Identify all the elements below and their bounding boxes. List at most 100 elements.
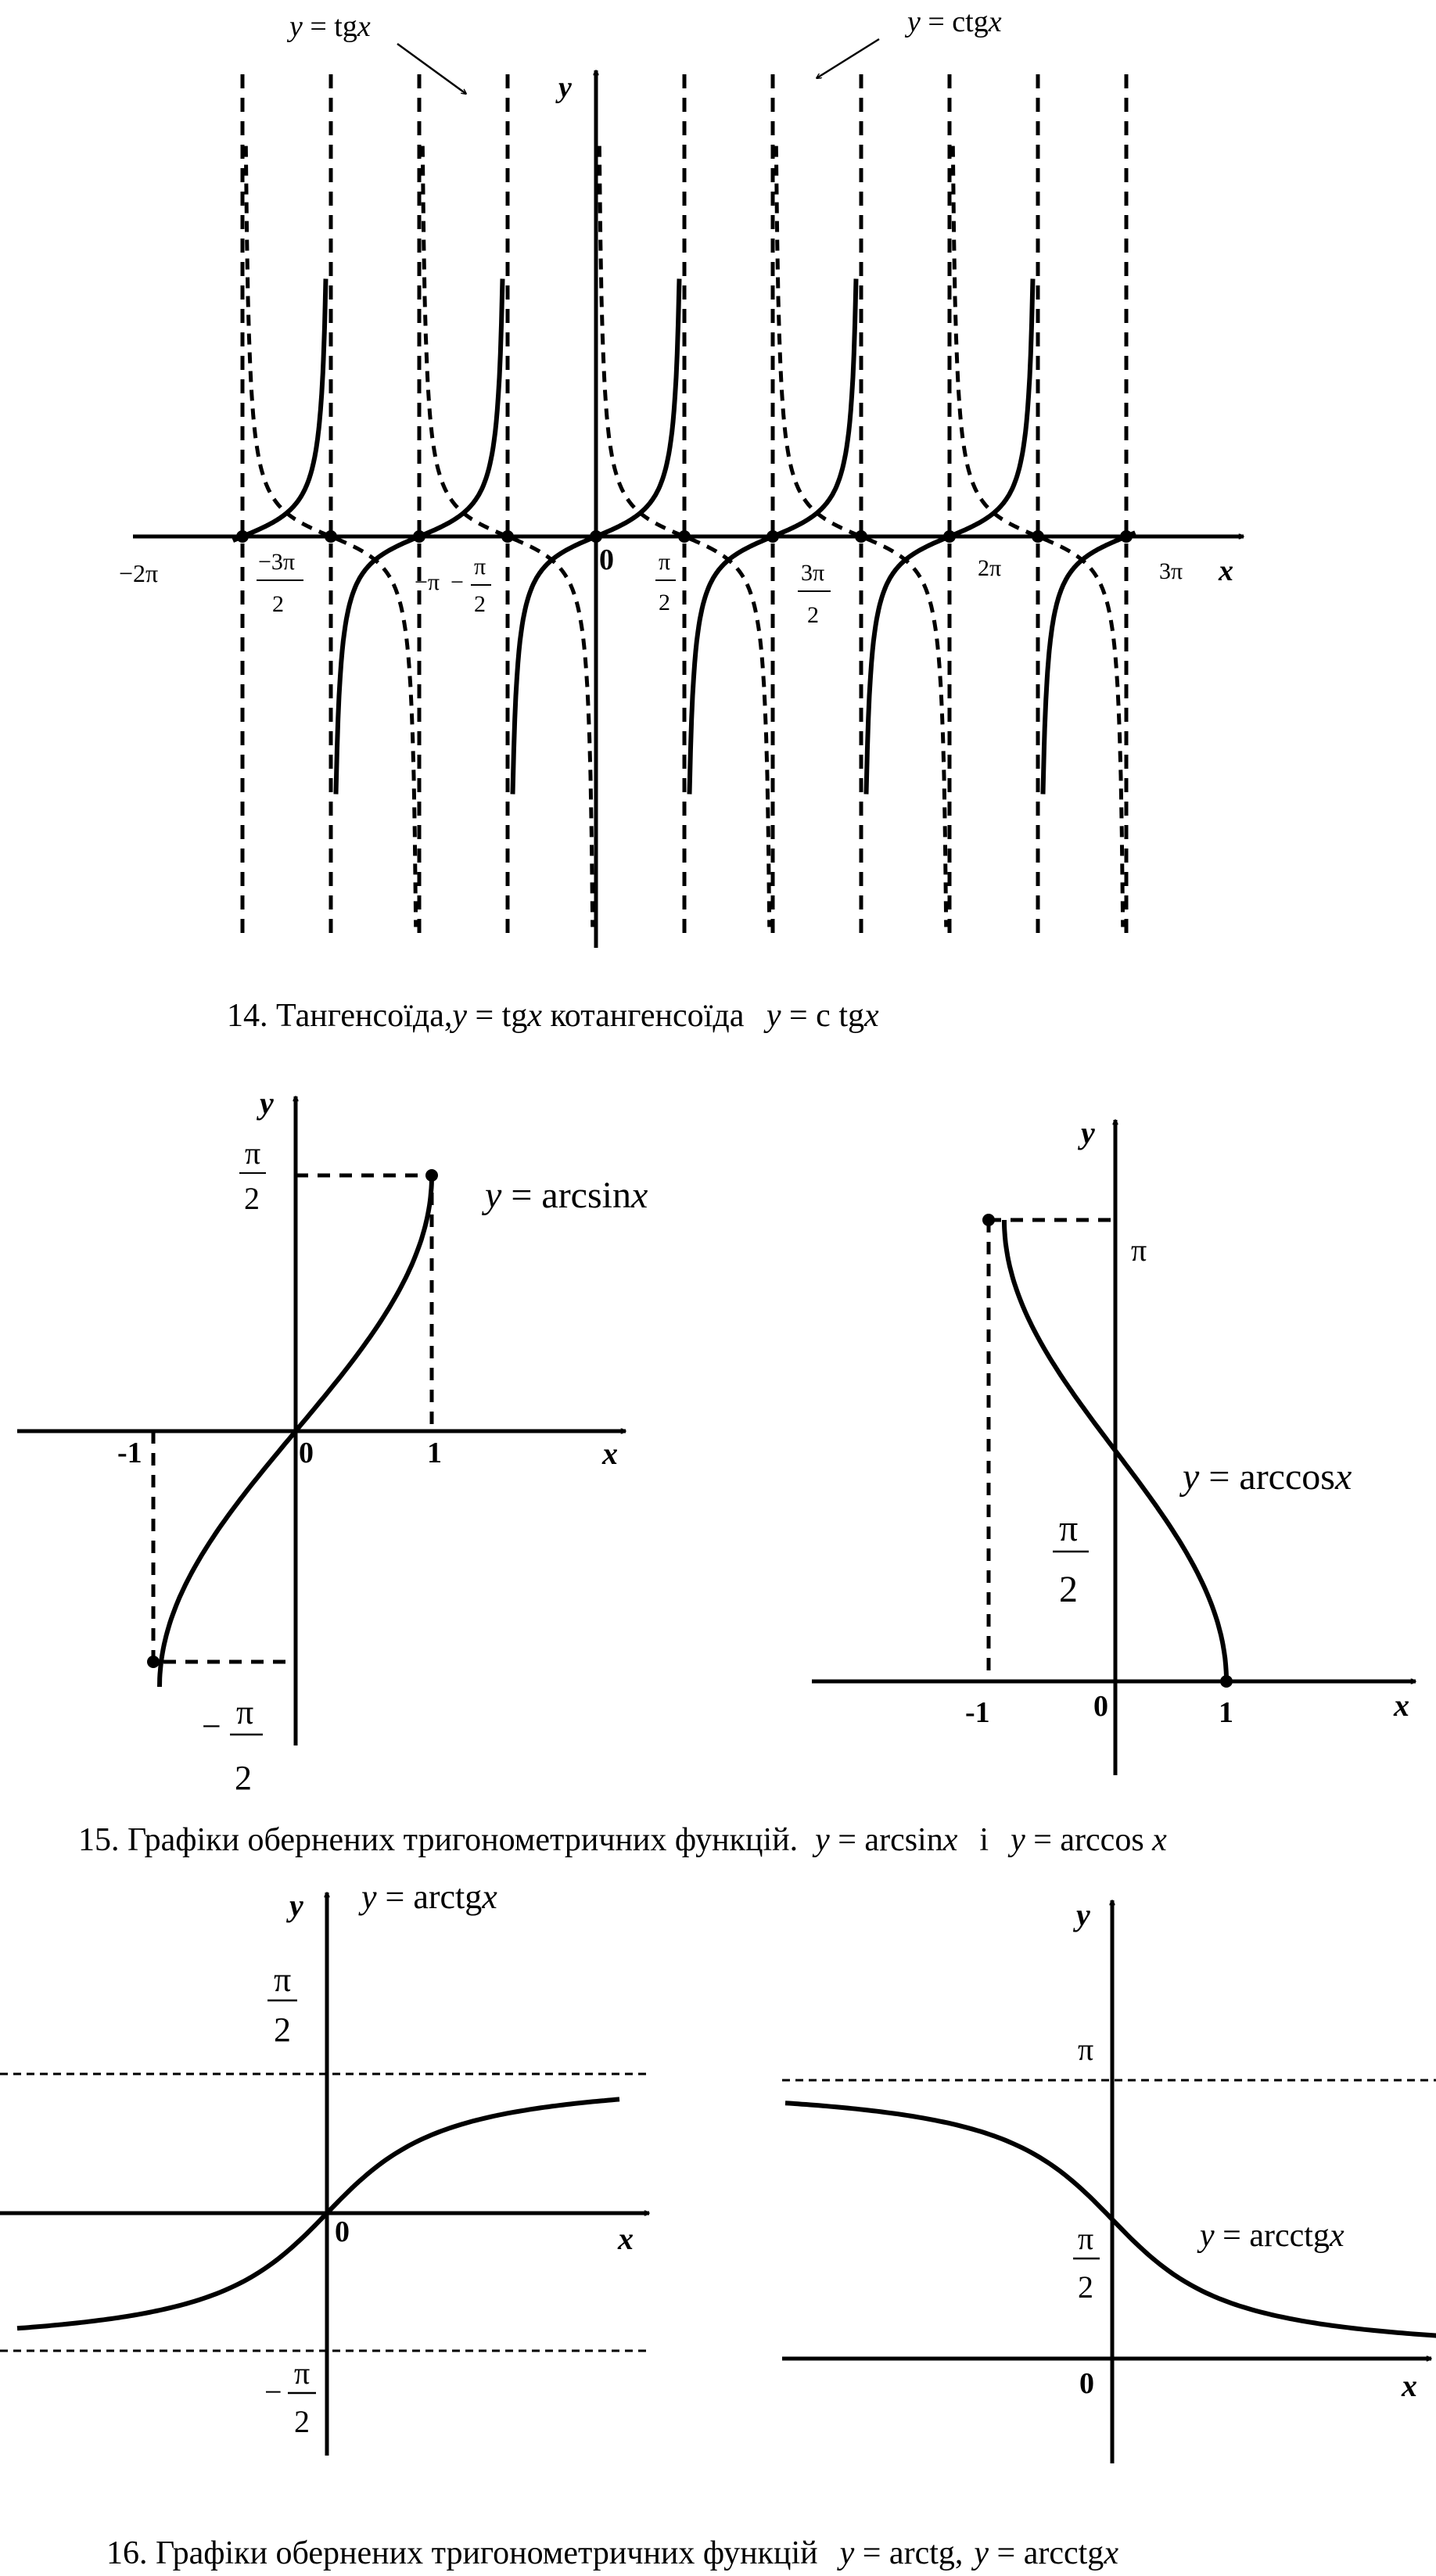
arctg-label-var: y bbox=[358, 1878, 377, 1916]
y-axis-label: y bbox=[555, 71, 572, 104]
label-pi: π bbox=[1078, 2032, 1093, 2067]
tick-3pi-over-2-den: 2 bbox=[807, 602, 819, 628]
cotangent-branch bbox=[774, 145, 949, 927]
caption-16-b3: x bbox=[1103, 2535, 1118, 2571]
figure-14-caption: 14. Тангенсоїда,y = tgx котангенсоїда y … bbox=[227, 998, 879, 1034]
label-pi-over-2: π 2 bbox=[1053, 1508, 1089, 1610]
tick-1: 1 bbox=[1219, 1696, 1233, 1729]
tick-minus-3pi-over-2-num: −3π bbox=[258, 549, 295, 575]
caption-14-t7: x bbox=[863, 998, 879, 1034]
tick-1: 1 bbox=[427, 1437, 442, 1469]
arcctg-label-eq: = arcctg bbox=[1215, 2218, 1330, 2254]
label-pi-over-2: π 2 bbox=[1073, 2221, 1100, 2305]
tick-minus-1: -1 bbox=[117, 1437, 142, 1469]
origin-label: 0 bbox=[1079, 2367, 1094, 2400]
caption-14-t5: y bbox=[763, 998, 781, 1034]
tick-3pi-over-2: 3π 2 bbox=[798, 560, 831, 628]
tangent-callout-eq: = tg bbox=[303, 10, 357, 43]
arcctg-graph: y x 0 π π 2 y = arcctgx bbox=[782, 1897, 1436, 2463]
caption-14-t6: = c tg bbox=[781, 998, 865, 1034]
arcsin-label-eq: = arcsin bbox=[501, 1175, 631, 1216]
arccos-graph: y x 0 -1 1 π π 2 y = arccosx bbox=[812, 1115, 1416, 1775]
minus-pi-over-2-den: 2 bbox=[235, 1759, 252, 1797]
x-axis-label: x bbox=[617, 2221, 634, 2256]
pi-over-2-num: π bbox=[1059, 1508, 1078, 1549]
caption-14-t4: котангенсоїда bbox=[542, 998, 752, 1034]
caption-14-t2: = tg bbox=[467, 998, 527, 1034]
caption-14-t1: y bbox=[449, 998, 467, 1034]
tangent-callout-var: y bbox=[286, 10, 303, 43]
arccos-curve bbox=[1002, 1220, 1229, 1681]
tick-minus-3pi-over-2-den: 2 bbox=[272, 591, 284, 617]
caption-15-a3: x bbox=[942, 1822, 958, 1858]
minus-pi-over-2-den: 2 bbox=[294, 2404, 310, 2439]
tangent-branch bbox=[232, 278, 328, 543]
origin-label: 0 bbox=[299, 1437, 314, 1469]
arccos-label-eq: = arccos bbox=[1199, 1456, 1335, 1498]
pi-over-2-num: π bbox=[274, 1961, 291, 1999]
cotangent-branch bbox=[597, 145, 772, 927]
label-pi-over-2: π 2 bbox=[267, 1961, 297, 2049]
arcctg-label-x: x bbox=[1329, 2218, 1344, 2254]
caption-14-t3: x bbox=[526, 998, 542, 1034]
tangent-callout-arrow bbox=[397, 42, 466, 94]
arcctg-curve bbox=[784, 2101, 1436, 2338]
tick-minus-2pi: −2π bbox=[119, 559, 158, 587]
arccos-guides bbox=[986, 1218, 1115, 1681]
minus-pi-over-2-sign: − bbox=[202, 1707, 221, 1745]
cotangent-branch bbox=[420, 145, 595, 927]
caption-14-number: 14. Тангенсоїда, bbox=[227, 998, 452, 1034]
tick-minus-pi-over-2-den: 2 bbox=[474, 591, 486, 617]
caption-15-b3: x bbox=[1151, 1822, 1167, 1858]
label-pi: π bbox=[1131, 1232, 1147, 1268]
figure-16-caption: 16. Графіки обернених тригонометричних ф… bbox=[106, 2535, 1118, 2571]
tick-pi-over-2-den: 2 bbox=[659, 590, 670, 615]
arccos-label-x: x bbox=[1334, 1456, 1352, 1498]
minus-pi-over-2-num: π bbox=[236, 1693, 253, 1731]
caption-15-number: 15. Графіки обернених тригонометричних ф… bbox=[78, 1822, 798, 1858]
arcctg-label: y = arcctgx bbox=[1197, 2218, 1344, 2254]
arcsin-guides bbox=[151, 1173, 434, 1664]
pi-over-2-den: 2 bbox=[1078, 2269, 1093, 2305]
arctg-curve bbox=[16, 2097, 620, 2331]
caption-16-b2: = arcctg bbox=[989, 2535, 1104, 2571]
pi-over-2-den: 2 bbox=[1059, 1569, 1078, 1610]
caption-15-b2: = arccos bbox=[1025, 1822, 1152, 1858]
label-minus-pi-over-2: − π 2 bbox=[264, 2355, 316, 2439]
label-pi-over-2: π 2 bbox=[239, 1136, 266, 1216]
pi-over-2-num: π bbox=[1078, 2221, 1093, 2256]
tangent-callout-label: y = tgx bbox=[286, 10, 371, 43]
pi-over-2-den: 2 bbox=[274, 2011, 291, 2049]
tick-minus-1: -1 bbox=[965, 1696, 990, 1729]
tick-3pi-over-2-num: 3π bbox=[801, 560, 824, 586]
tick-minus-pi-over-2-num: π bbox=[474, 554, 486, 579]
endpoint-bottom bbox=[147, 1656, 160, 1668]
tick-pi-over-2-num: π bbox=[659, 549, 670, 575]
arcsin-label-x: x bbox=[630, 1175, 648, 1216]
endpoint-top bbox=[425, 1169, 438, 1182]
figure-14-tangent-cotangent: x y 0 −2π −3π 2 −π − π 2 π 2 3π 2 2π 3π bbox=[119, 5, 1244, 1034]
cotangent-branch bbox=[950, 145, 1125, 927]
y-axis-label: y bbox=[1073, 1897, 1090, 1932]
x-axis-label: x bbox=[1393, 1688, 1409, 1723]
x-axis-label: x bbox=[1401, 2368, 1417, 2403]
tangent-callout-x: x bbox=[357, 10, 371, 43]
arcsin-curve bbox=[157, 1175, 434, 1688]
caption-16-a1: y bbox=[837, 2535, 855, 2571]
caption-16-a2: = arctg, bbox=[854, 2535, 963, 2571]
cotangent-branch bbox=[243, 145, 418, 927]
minus-pi-over-2-num: π bbox=[294, 2355, 310, 2391]
caption-16-b1: y bbox=[971, 2535, 989, 2571]
minus-pi-over-2-sign: − bbox=[264, 2374, 282, 2409]
tick-2pi: 2π bbox=[978, 555, 1001, 581]
cotangent-callout-eq: = ctg bbox=[921, 5, 989, 38]
origin-label: 0 bbox=[1093, 1690, 1108, 1723]
caption-15-a1: y bbox=[812, 1822, 830, 1858]
origin-label: 0 bbox=[599, 544, 614, 576]
arcctg-label-var: y bbox=[1197, 2218, 1215, 2254]
arctg-label-x: x bbox=[481, 1878, 497, 1916]
tangent-branch bbox=[1040, 530, 1136, 795]
pi-over-2-num: π bbox=[245, 1136, 260, 1171]
arcsin-label-var: y bbox=[481, 1175, 502, 1216]
